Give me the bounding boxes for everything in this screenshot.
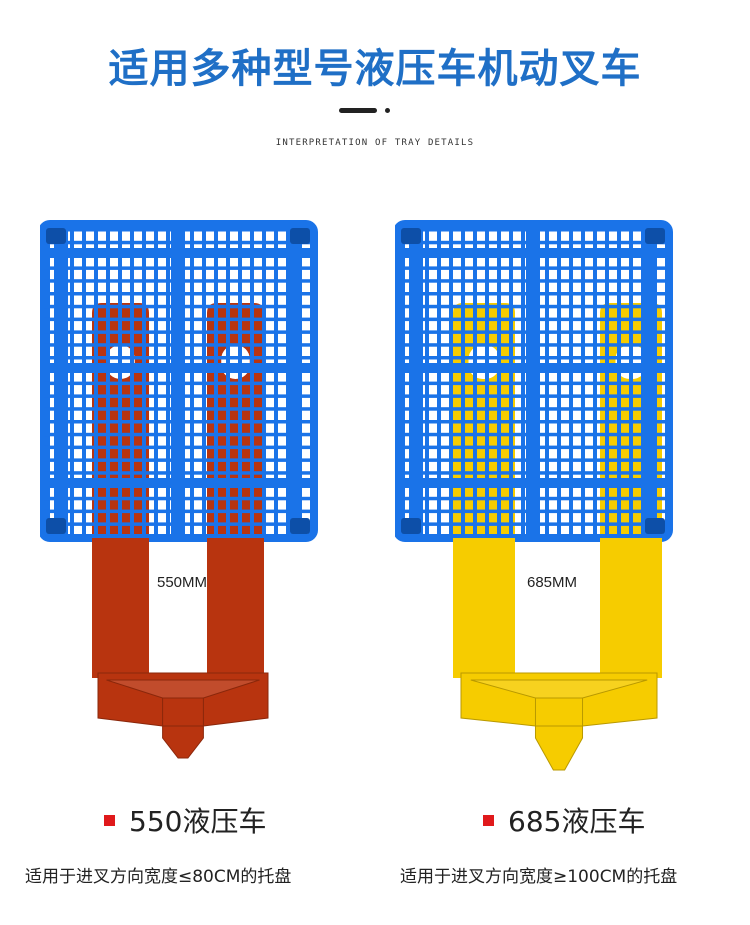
fork-tine-hole [221,345,250,379]
pallet-corner-block [401,228,421,244]
bullet-square-icon [483,814,494,826]
jack-handle-neck [534,697,584,771]
pallet-grid-bar [166,226,170,536]
pallet-grid-bar [94,226,98,536]
pallet-grid-bar [214,226,218,536]
pallet-runner [409,224,423,538]
pallet-grid-bar [401,226,405,536]
pallet-grid-bar [569,226,573,536]
fork-width-label-685: 685MM [527,574,578,591]
jack-handle-neck [162,697,204,759]
fork-width-label-550: 550MM [157,574,208,591]
pallet-grid-bar [70,226,74,536]
pallet-grid-bar [437,226,441,536]
pallet-grid-bar [497,226,501,536]
fork-arm [92,538,149,678]
pallet-grid-bar [485,226,489,536]
title-divider [339,108,377,113]
pallet-grid-bar [629,226,633,536]
pallet-runner [643,224,657,538]
pallet-grid-bar [154,226,158,536]
pallet-grid-bar [82,226,86,536]
pallet-jack-frame [92,538,269,759]
page-subtitle: INTERPRETATION OF TRAY DETAILS [275,138,475,148]
pallet-grid-bar [142,226,146,536]
pallet-corner-block [645,228,665,244]
pallet-grid-bar [473,226,477,536]
bullet-square-icon [104,814,115,826]
pallet-grid-bar [202,226,206,536]
pallet-grid-bar [130,226,134,536]
pallet-grid-bar [226,226,230,536]
pallet-corner-block [46,518,66,534]
pallet-grid-bar [262,226,266,536]
pallet-runner [54,224,68,538]
plastic-pallet [40,220,318,542]
pallet-jack-685-illustration [395,218,695,778]
pallet-corner-block [645,518,665,534]
pallet-grid-bar [461,226,465,536]
pallet-grid-bar [310,226,314,536]
pallet-grid-bar [581,226,585,536]
pallet-grid-bar [521,226,525,536]
caption-685-text: 685液压车 [508,805,646,838]
description-685: 适用于进叉方向宽度≥100CM的托盘 [400,867,678,887]
caption-685: 685液压车 [483,800,645,840]
pallet-grid-bar [425,226,429,536]
pallet-runner [526,224,540,538]
pallet-grid-bar [557,226,561,536]
pallet-grid-bar [274,226,278,536]
pallet-grid-bar [665,226,669,536]
pallet-runner [288,224,302,538]
fork-arm [207,538,264,678]
pallet-runner [171,224,185,538]
pallet-grid-bar [509,226,513,536]
pallet-grid-bar [617,226,621,536]
pallet-grid-bar [238,226,242,536]
pallet-corner-block [290,228,310,244]
caption-550: 550液压车 [104,800,266,840]
title-divider-dot [385,108,390,113]
description-550: 适用于进叉方向宽度≤80CM的托盘 [25,867,292,887]
pallet-grid-bar [118,226,122,536]
pallet-corner-block [401,518,421,534]
pallet-grid-bar [190,226,194,536]
caption-550-text: 550液压车 [129,805,267,838]
pallet-corner-block [290,518,310,534]
pallet-grid-bar [545,226,549,536]
pallet-grid-bar [46,226,50,536]
pallet-jack-550-illustration [40,218,340,778]
pallet-grid-bar [106,226,110,536]
pallet-grid-bar [449,226,453,536]
pallet-grid-bar [250,226,254,536]
fork-arm [600,538,662,678]
pallet-jack-frame [453,538,662,771]
page-title: 适用多种型号液压车机动叉车 [108,46,642,92]
plastic-pallet [395,220,673,542]
pallet-corner-block [46,228,66,244]
pallet-grid-bar [593,226,597,536]
fork-arm [453,538,515,678]
pallet-grid-bar [605,226,609,536]
